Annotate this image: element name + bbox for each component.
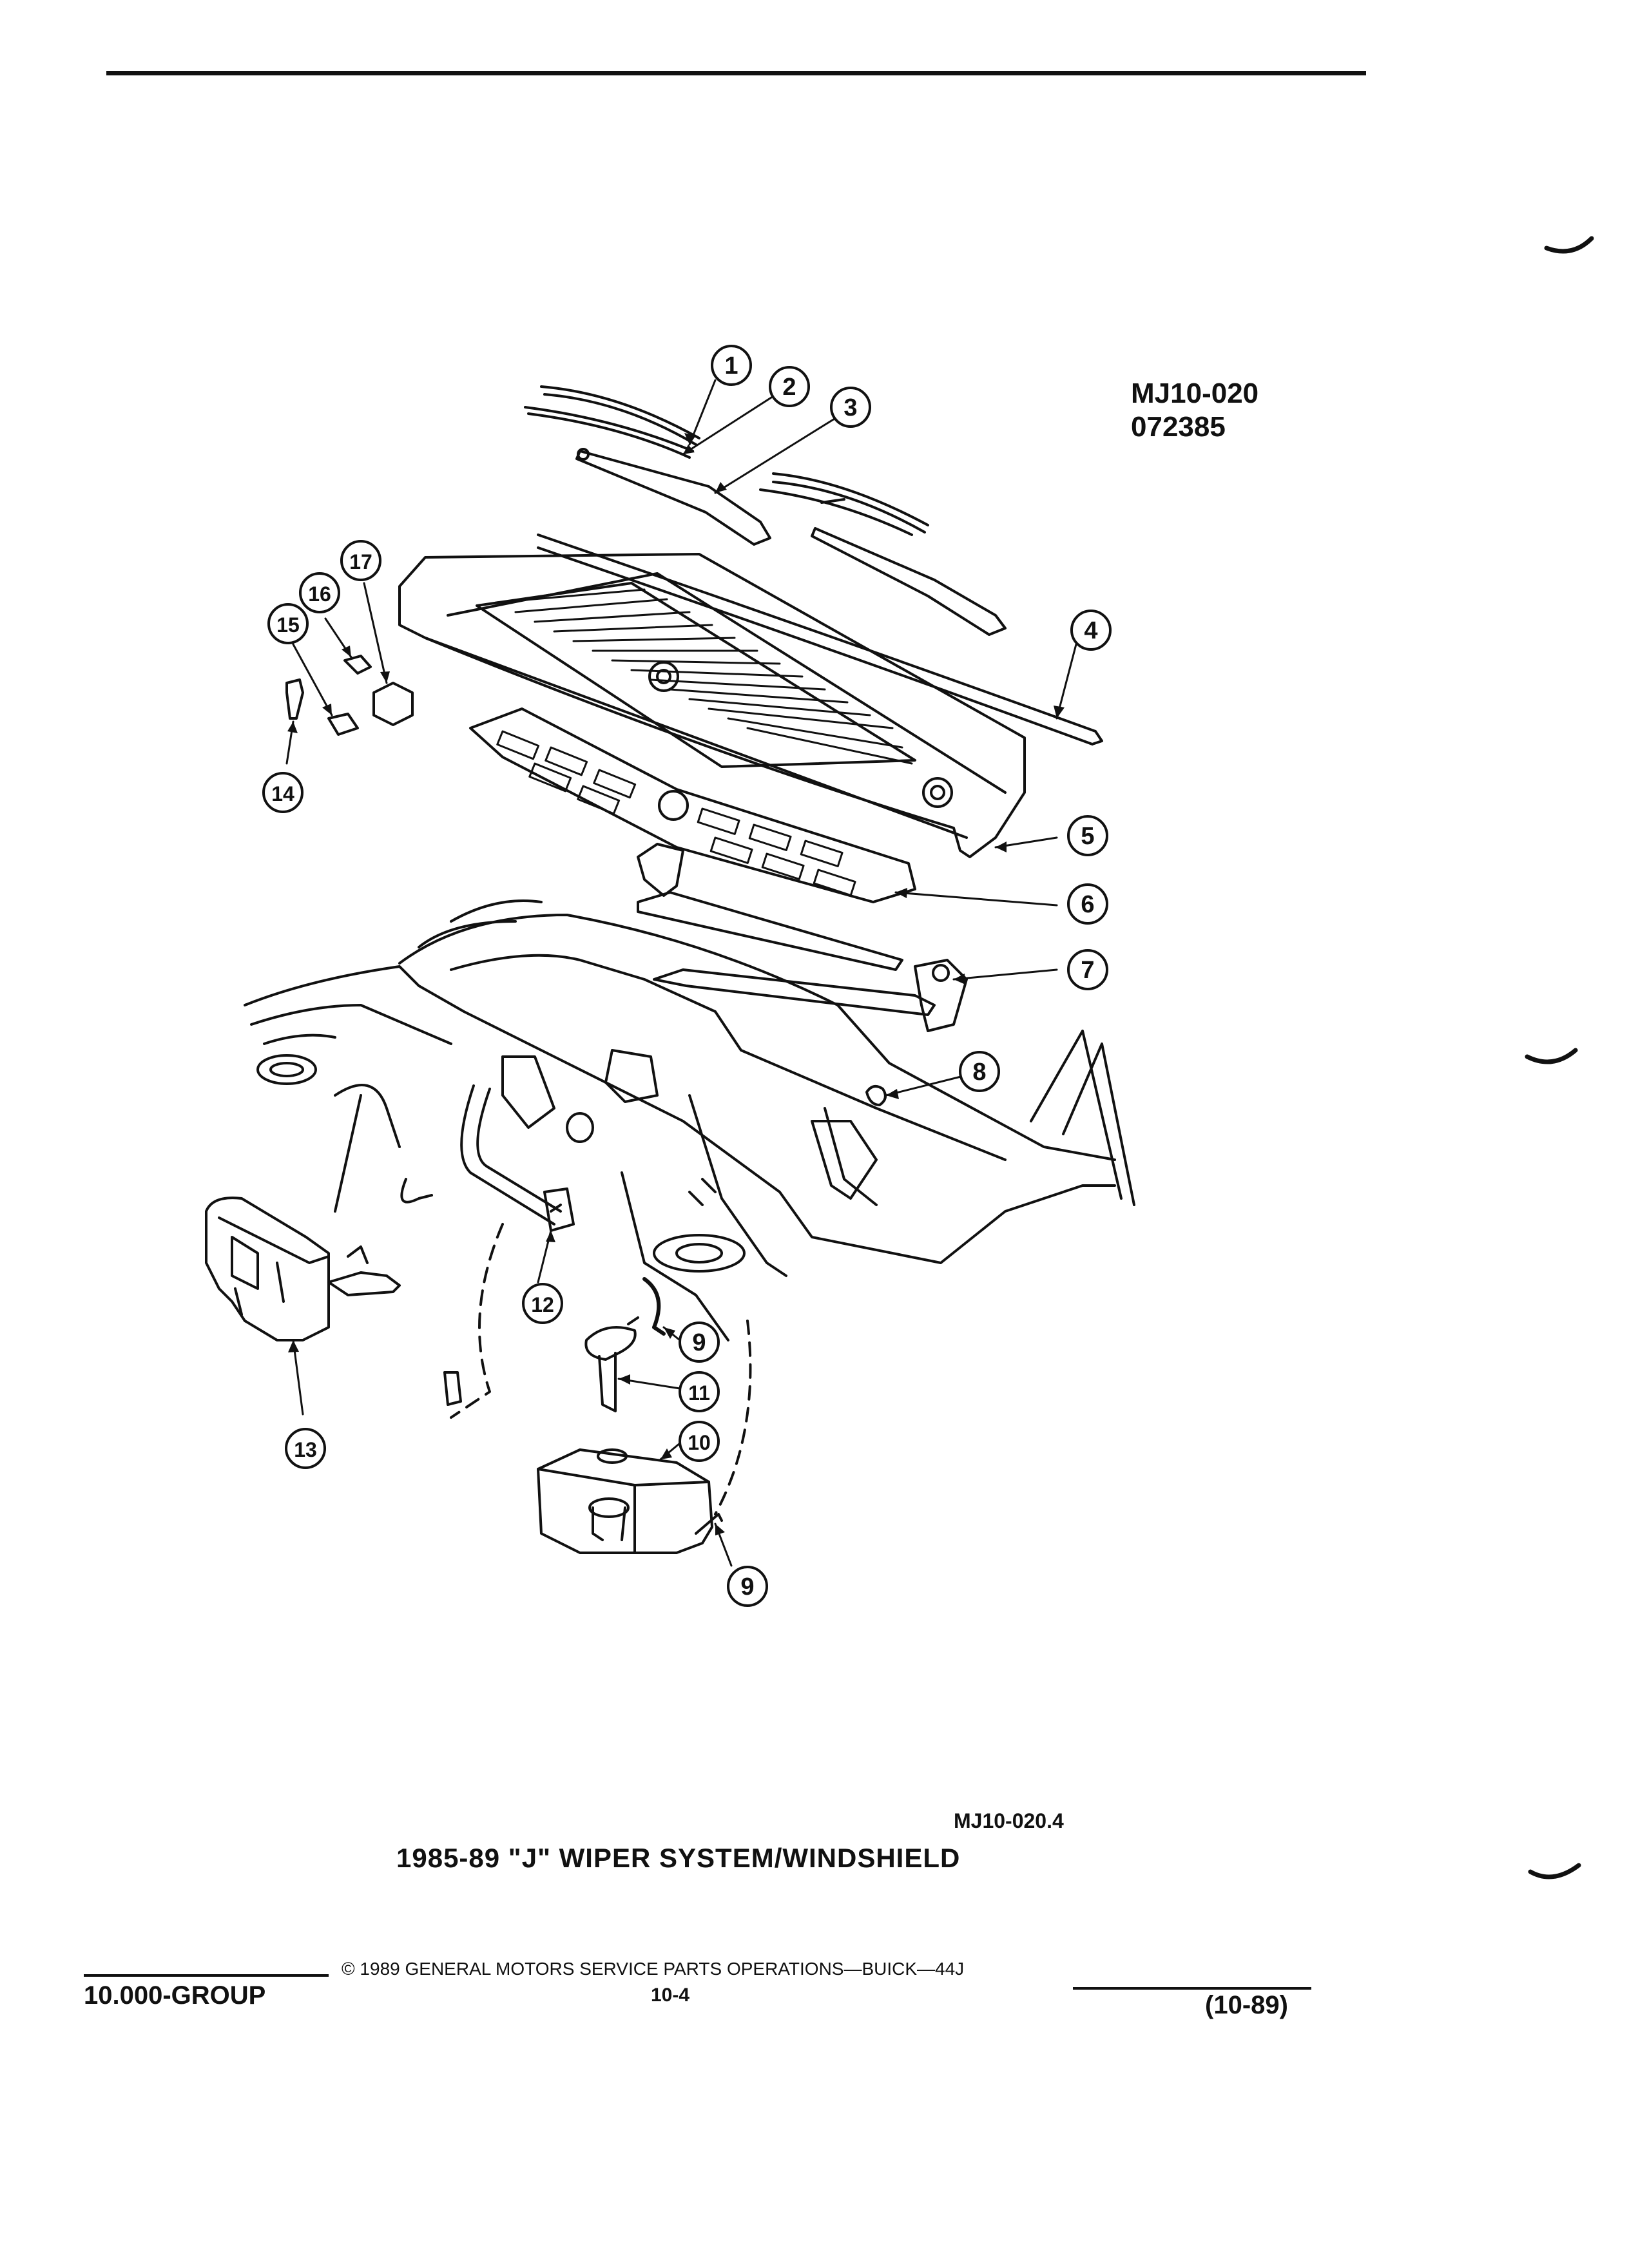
- binder-mark-top: [1544, 236, 1594, 254]
- grommet: [865, 1085, 887, 1106]
- leader-8: [885, 1075, 965, 1097]
- footer-rule-left: [84, 1974, 329, 1977]
- car-body: [244, 899, 1135, 1341]
- callout-5: 5: [1081, 823, 1094, 850]
- callout-2: 2: [782, 374, 796, 401]
- leader-3: [714, 418, 836, 494]
- wiper-motor: [205, 1196, 401, 1341]
- binder-mark-bottom: [1528, 1863, 1581, 1879]
- cowl-vent-grille: [398, 553, 1026, 858]
- callout-6: 6: [1081, 891, 1094, 918]
- leader-15: [292, 643, 333, 716]
- figure-title: 1985-89 "J" WIPER SYSTEM/WINDSHIELD: [396, 1843, 961, 1873]
- revision-date: (10-89): [1205, 1991, 1288, 2019]
- copyright-line: © 1989 GENERAL MOTORS SERVICE PARTS OPER…: [342, 1959, 964, 1979]
- callout-12: 12: [531, 1293, 554, 1316]
- callout-13: 13: [294, 1438, 317, 1461]
- figure-code: MJ10-020.4: [954, 1809, 1064, 1832]
- washer-pump-connector: [543, 1187, 575, 1232]
- callout-9: 9: [692, 1329, 706, 1356]
- cowl-screw: [285, 678, 304, 720]
- left-wiper-blade: [524, 385, 700, 459]
- callout-17: 17: [349, 550, 372, 573]
- leader-6: [894, 891, 1058, 907]
- washer-pump: [584, 1316, 639, 1412]
- callout-7: 7: [1081, 957, 1094, 984]
- callout-16: 16: [308, 582, 331, 606]
- washer-hose-upper: [642, 1277, 666, 1336]
- footer-rule-right: [1073, 1987, 1311, 1990]
- callout-15: 15: [276, 613, 300, 637]
- drawing-code: MJ10-020 072385: [1131, 377, 1258, 444]
- leader-1: [688, 379, 717, 446]
- binder-mark-middle: [1525, 1048, 1578, 1064]
- top-rule: [106, 71, 1366, 75]
- wiper-linkage: [637, 843, 968, 1032]
- page-number: 10-4: [651, 1984, 690, 2006]
- right-wiper-blade: [759, 472, 929, 536]
- group-number: 10.000-GROUP: [84, 1981, 266, 2010]
- copyright-mark: ©: [342, 1959, 355, 1979]
- callout-8: 8: [972, 1059, 986, 1086]
- washer-hose-lower: [714, 1320, 752, 1515]
- cowl-screen: [469, 707, 916, 903]
- drawing-code-number: MJ10-020: [1131, 378, 1259, 409]
- leader-13: [292, 1339, 304, 1416]
- leader-17: [363, 582, 388, 684]
- washer-reservoir: [537, 1448, 723, 1554]
- wire-terminal: [443, 1371, 462, 1406]
- leader-4: [1055, 643, 1077, 720]
- callout-9-lower: 9: [740, 1573, 754, 1600]
- leader-2: [682, 395, 775, 456]
- cowl-clip: [327, 713, 359, 736]
- publisher-text: 1989 GENERAL MOTORS SERVICE PARTS OPERAT…: [360, 1959, 965, 1979]
- washer-hose-wire: [450, 1223, 504, 1419]
- callout-14: 14: [271, 782, 294, 805]
- callout-4: 4: [1084, 617, 1097, 644]
- callout-3: 3: [843, 394, 857, 421]
- callout-10: 10: [688, 1431, 711, 1454]
- drawing-code-date: 072385: [1131, 411, 1226, 443]
- cowl-nut: [343, 655, 372, 675]
- left-wiper-arm: [575, 448, 771, 546]
- cowl-weatherstrip: [537, 533, 1103, 745]
- leader-7: [952, 968, 1058, 981]
- right-wiper-arm: [811, 527, 1007, 636]
- callout-1: 1: [724, 352, 738, 380]
- cowl-bracket: [372, 682, 414, 726]
- callout-11: 11: [688, 1381, 710, 1405]
